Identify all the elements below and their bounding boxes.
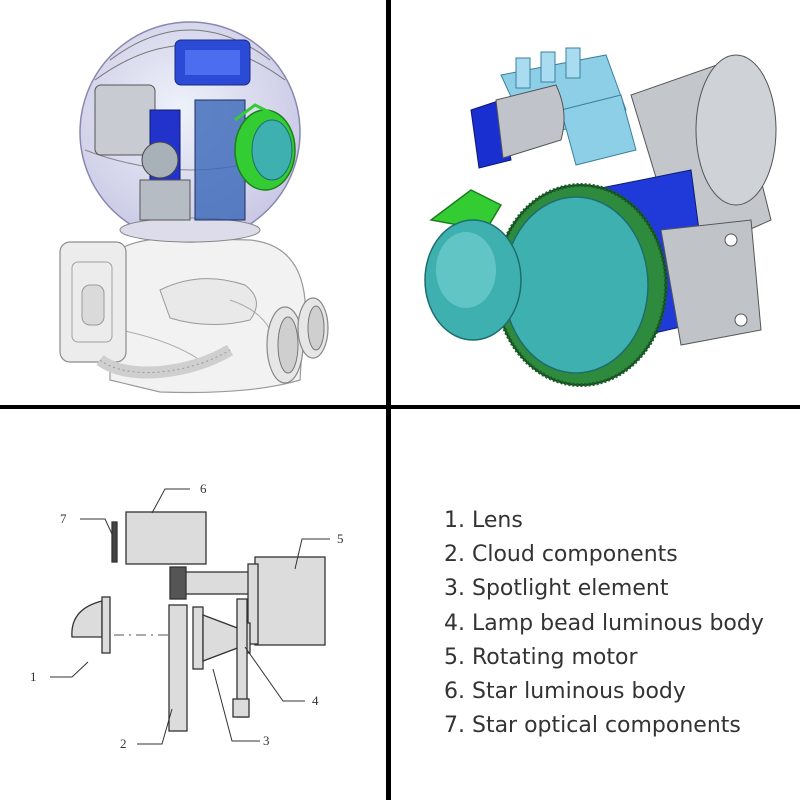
gear-wheel [494, 183, 668, 387]
star-luminous-body-box [125, 511, 207, 565]
star-optical-component [111, 521, 118, 563]
gear-block [169, 566, 187, 600]
cloud-component-disk [168, 604, 188, 732]
mechanism-render [424, 47, 777, 387]
motor-flange [247, 563, 259, 645]
lens-rim [101, 596, 111, 654]
label-1: 1 [30, 669, 37, 684]
vertical-divider [386, 0, 391, 800]
label-3: 3 [263, 733, 270, 748]
legend-item-star-optical-components: 7. Star optical components [444, 713, 741, 739]
legend-item-cloud-components: 2. Cloud components [444, 542, 678, 568]
legend-panel: 1. Lens 2. Cloud components 3. Spotlight… [391, 409, 800, 800]
star-module [470, 84, 565, 169]
astronaut-body [59, 237, 329, 394]
rotating-motor-box [254, 556, 326, 646]
bracket-foot [232, 698, 250, 718]
schematic-diagram: 6 7 5 1 2 3 4 [30, 481, 344, 751]
internal-mechanism [94, 39, 296, 221]
label-6: 6 [200, 481, 207, 496]
astronaut-render [59, 21, 329, 394]
front-lens [424, 189, 522, 341]
lens-dome [71, 600, 103, 638]
astronaut-render-panel [0, 0, 386, 405]
label-7: 7 [60, 511, 67, 526]
component-legend: 1. Lens 2. Cloud components 3. Spotlight… [444, 504, 764, 743]
legend-item-lens: 1. Lens [444, 508, 523, 533]
schematic-labels: 6 7 5 1 2 3 4 [30, 481, 344, 751]
horizontal-divider [0, 405, 800, 409]
legend-item-star-luminous-body: 6. Star luminous body [444, 679, 686, 705]
schematic-panel: 6 7 5 1 2 3 4 [0, 409, 386, 800]
mount-bracket [660, 219, 762, 346]
mechanism-render-panel [391, 0, 800, 405]
motor-shaft [179, 571, 255, 595]
legend-item-rotating-motor: 5. Rotating motor [444, 644, 638, 670]
lamp-bead-cone [202, 614, 241, 662]
legend-item-spotlight-element: 3. Spotlight element [444, 576, 669, 602]
spotlight-element [192, 606, 204, 670]
label-5: 5 [337, 531, 344, 546]
legend-item-lamp-bead: 4. Lamp bead luminous body [444, 610, 764, 636]
label-4: 4 [312, 693, 319, 708]
label-2: 2 [120, 736, 127, 751]
